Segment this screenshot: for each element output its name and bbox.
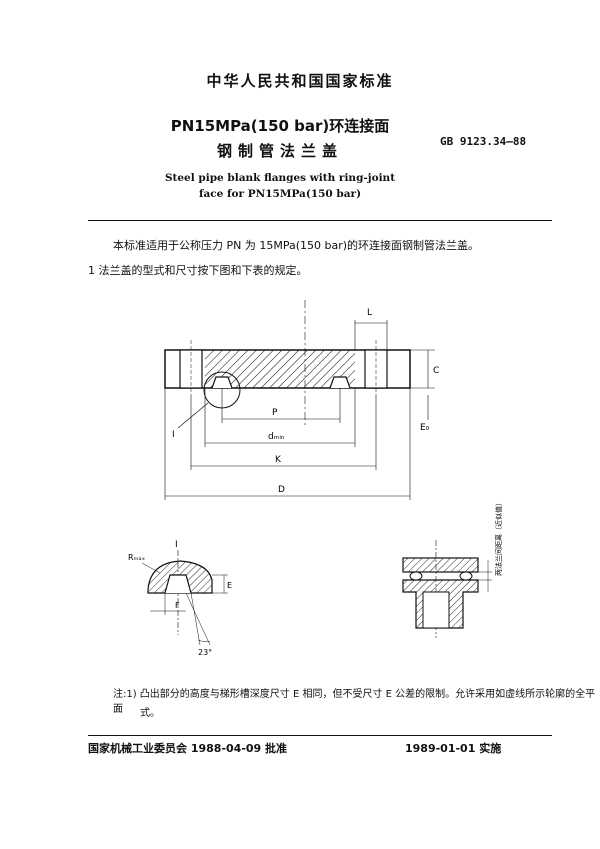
- intro-paragraph: 本标准适用于公称压力 PN 为 15MPa(150 bar)的环连接面钢制管法兰…: [113, 239, 480, 252]
- issuing-authority: 中华人民共和国国家标准: [206, 72, 394, 90]
- dim-L-label: L: [367, 308, 372, 318]
- clause-1: 1 法兰盖的型式和尺寸按下图和下表的规定。: [88, 264, 308, 277]
- standard-number: GB 9123.34—88: [440, 135, 527, 148]
- detail-F-label: F: [175, 601, 180, 610]
- dim-dmin-label: dₘᵢₙ: [268, 432, 285, 442]
- dim-E0-label: E₀: [420, 423, 430, 433]
- dim-K-label: K: [275, 455, 282, 465]
- footer-rule: [88, 735, 552, 736]
- dim-C-label: C: [433, 366, 439, 376]
- detail-R-label: Rₘₐₓ: [128, 553, 146, 562]
- assembly-drawing: 两法兰间距离（近似值）: [402, 500, 503, 638]
- detail-I-drawing: I Rₘₐₓ E F 23°: [128, 540, 232, 657]
- detail-angle-label: 23°: [198, 648, 212, 657]
- title-en-line1: Steel pipe blank flanges with ring-joint: [164, 172, 396, 184]
- dim-D-label: D: [278, 485, 285, 495]
- note-line1: 注:1) 凸出部分的高度与梯形槽深度尺寸 E 相同，但不受尺寸 E 公差的限制。…: [113, 689, 596, 715]
- effective-date: 1989-01-01 实施: [405, 742, 502, 755]
- header-rule: [88, 220, 552, 221]
- dim-P-label: P: [272, 408, 278, 418]
- detail-title: I: [175, 540, 178, 550]
- title-zh-line1: PN15MPa(150 bar)环连接面: [170, 117, 390, 135]
- title-zh-line2: 钢制管法兰盖: [216, 142, 343, 160]
- title-en-line2: face for PN15MPa(150 bar): [198, 188, 362, 200]
- approval-line: 国家机械工业委员会 1988-04-09 批准: [88, 742, 288, 755]
- note-line2: 式。: [140, 708, 160, 719]
- assembly-side-label: 两法兰间距离（近似值）: [494, 500, 503, 576]
- detail-ref-label: I: [172, 430, 175, 440]
- detail-E-label: E: [227, 581, 232, 590]
- flange-section-drawing: I L C E₀ P dₘᵢₙ K D: [164, 300, 439, 500]
